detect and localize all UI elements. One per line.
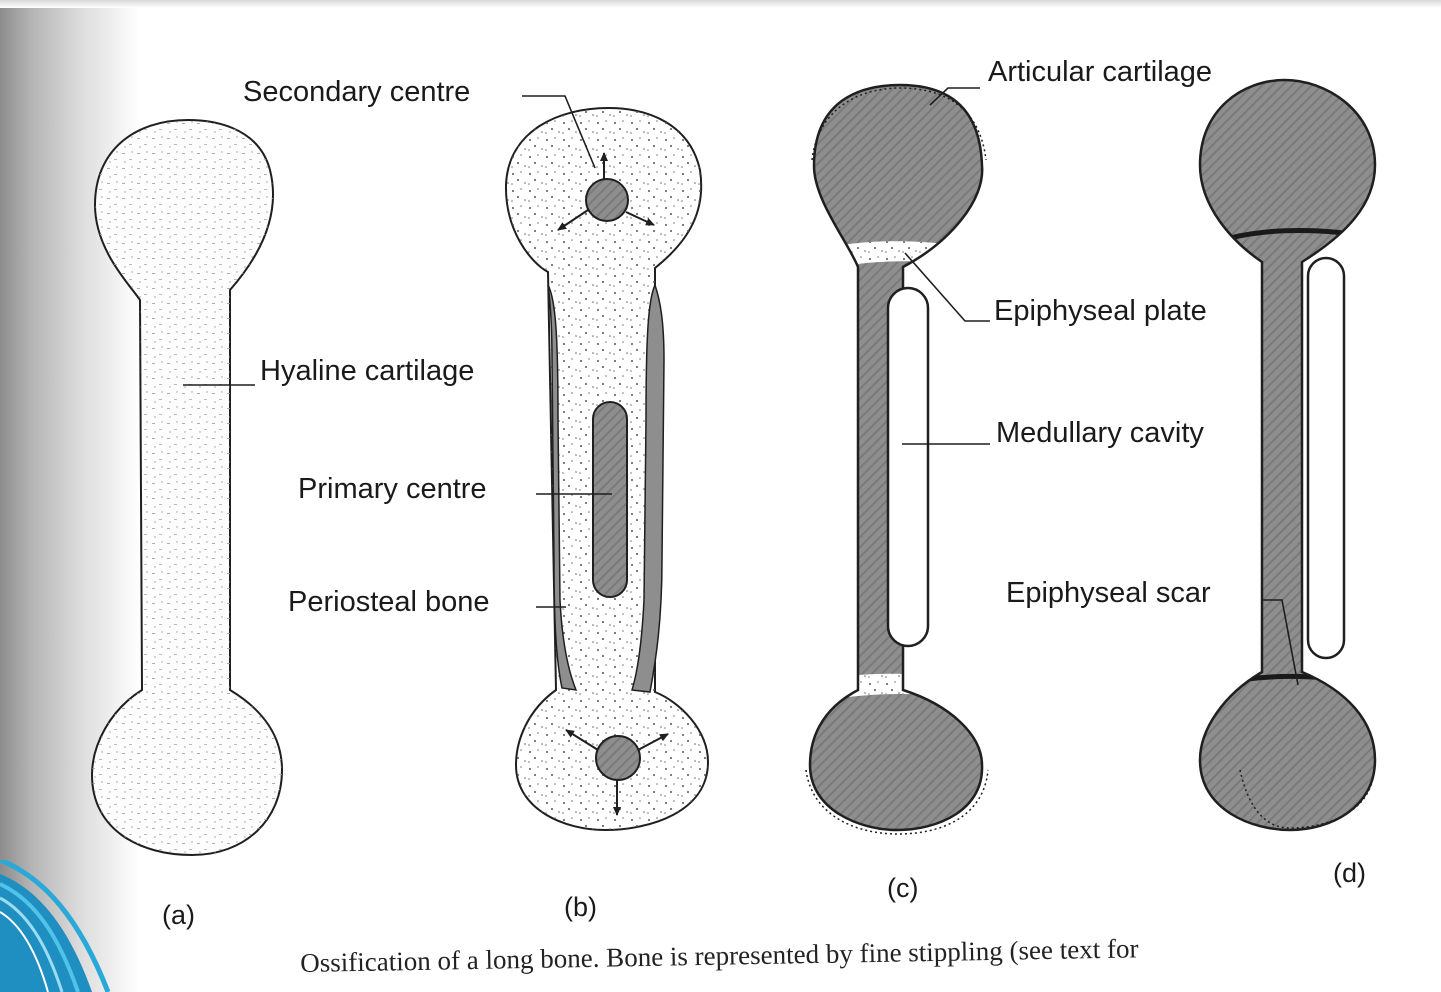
slide-corner-decoration bbox=[0, 860, 110, 992]
label-articular-cartilage: Articular cartilage bbox=[988, 56, 1212, 88]
panel-label-b: (b) bbox=[564, 892, 597, 922]
bone-a bbox=[92, 120, 282, 855]
bone-c bbox=[800, 80, 1000, 840]
label-secondary-centre: Secondary centre bbox=[243, 76, 470, 108]
label-epiphyseal-scar: Epiphyseal scar bbox=[1006, 577, 1211, 609]
label-epiphyseal-plate: Epiphyseal plate bbox=[994, 295, 1207, 327]
panel-label-a: (a) bbox=[162, 900, 195, 930]
label-periosteal-bone: Periosteal bone bbox=[288, 586, 490, 618]
label-primary-centre: Primary centre bbox=[298, 473, 487, 505]
bone-d bbox=[1190, 75, 1390, 835]
label-hyaline-cartilage: Hyaline cartilage bbox=[260, 355, 474, 387]
bone-b bbox=[506, 108, 708, 830]
panel-label-c: (c) bbox=[887, 873, 918, 903]
panel-label-d: (d) bbox=[1333, 858, 1366, 888]
label-medullary-cavity: Medullary cavity bbox=[996, 417, 1204, 449]
